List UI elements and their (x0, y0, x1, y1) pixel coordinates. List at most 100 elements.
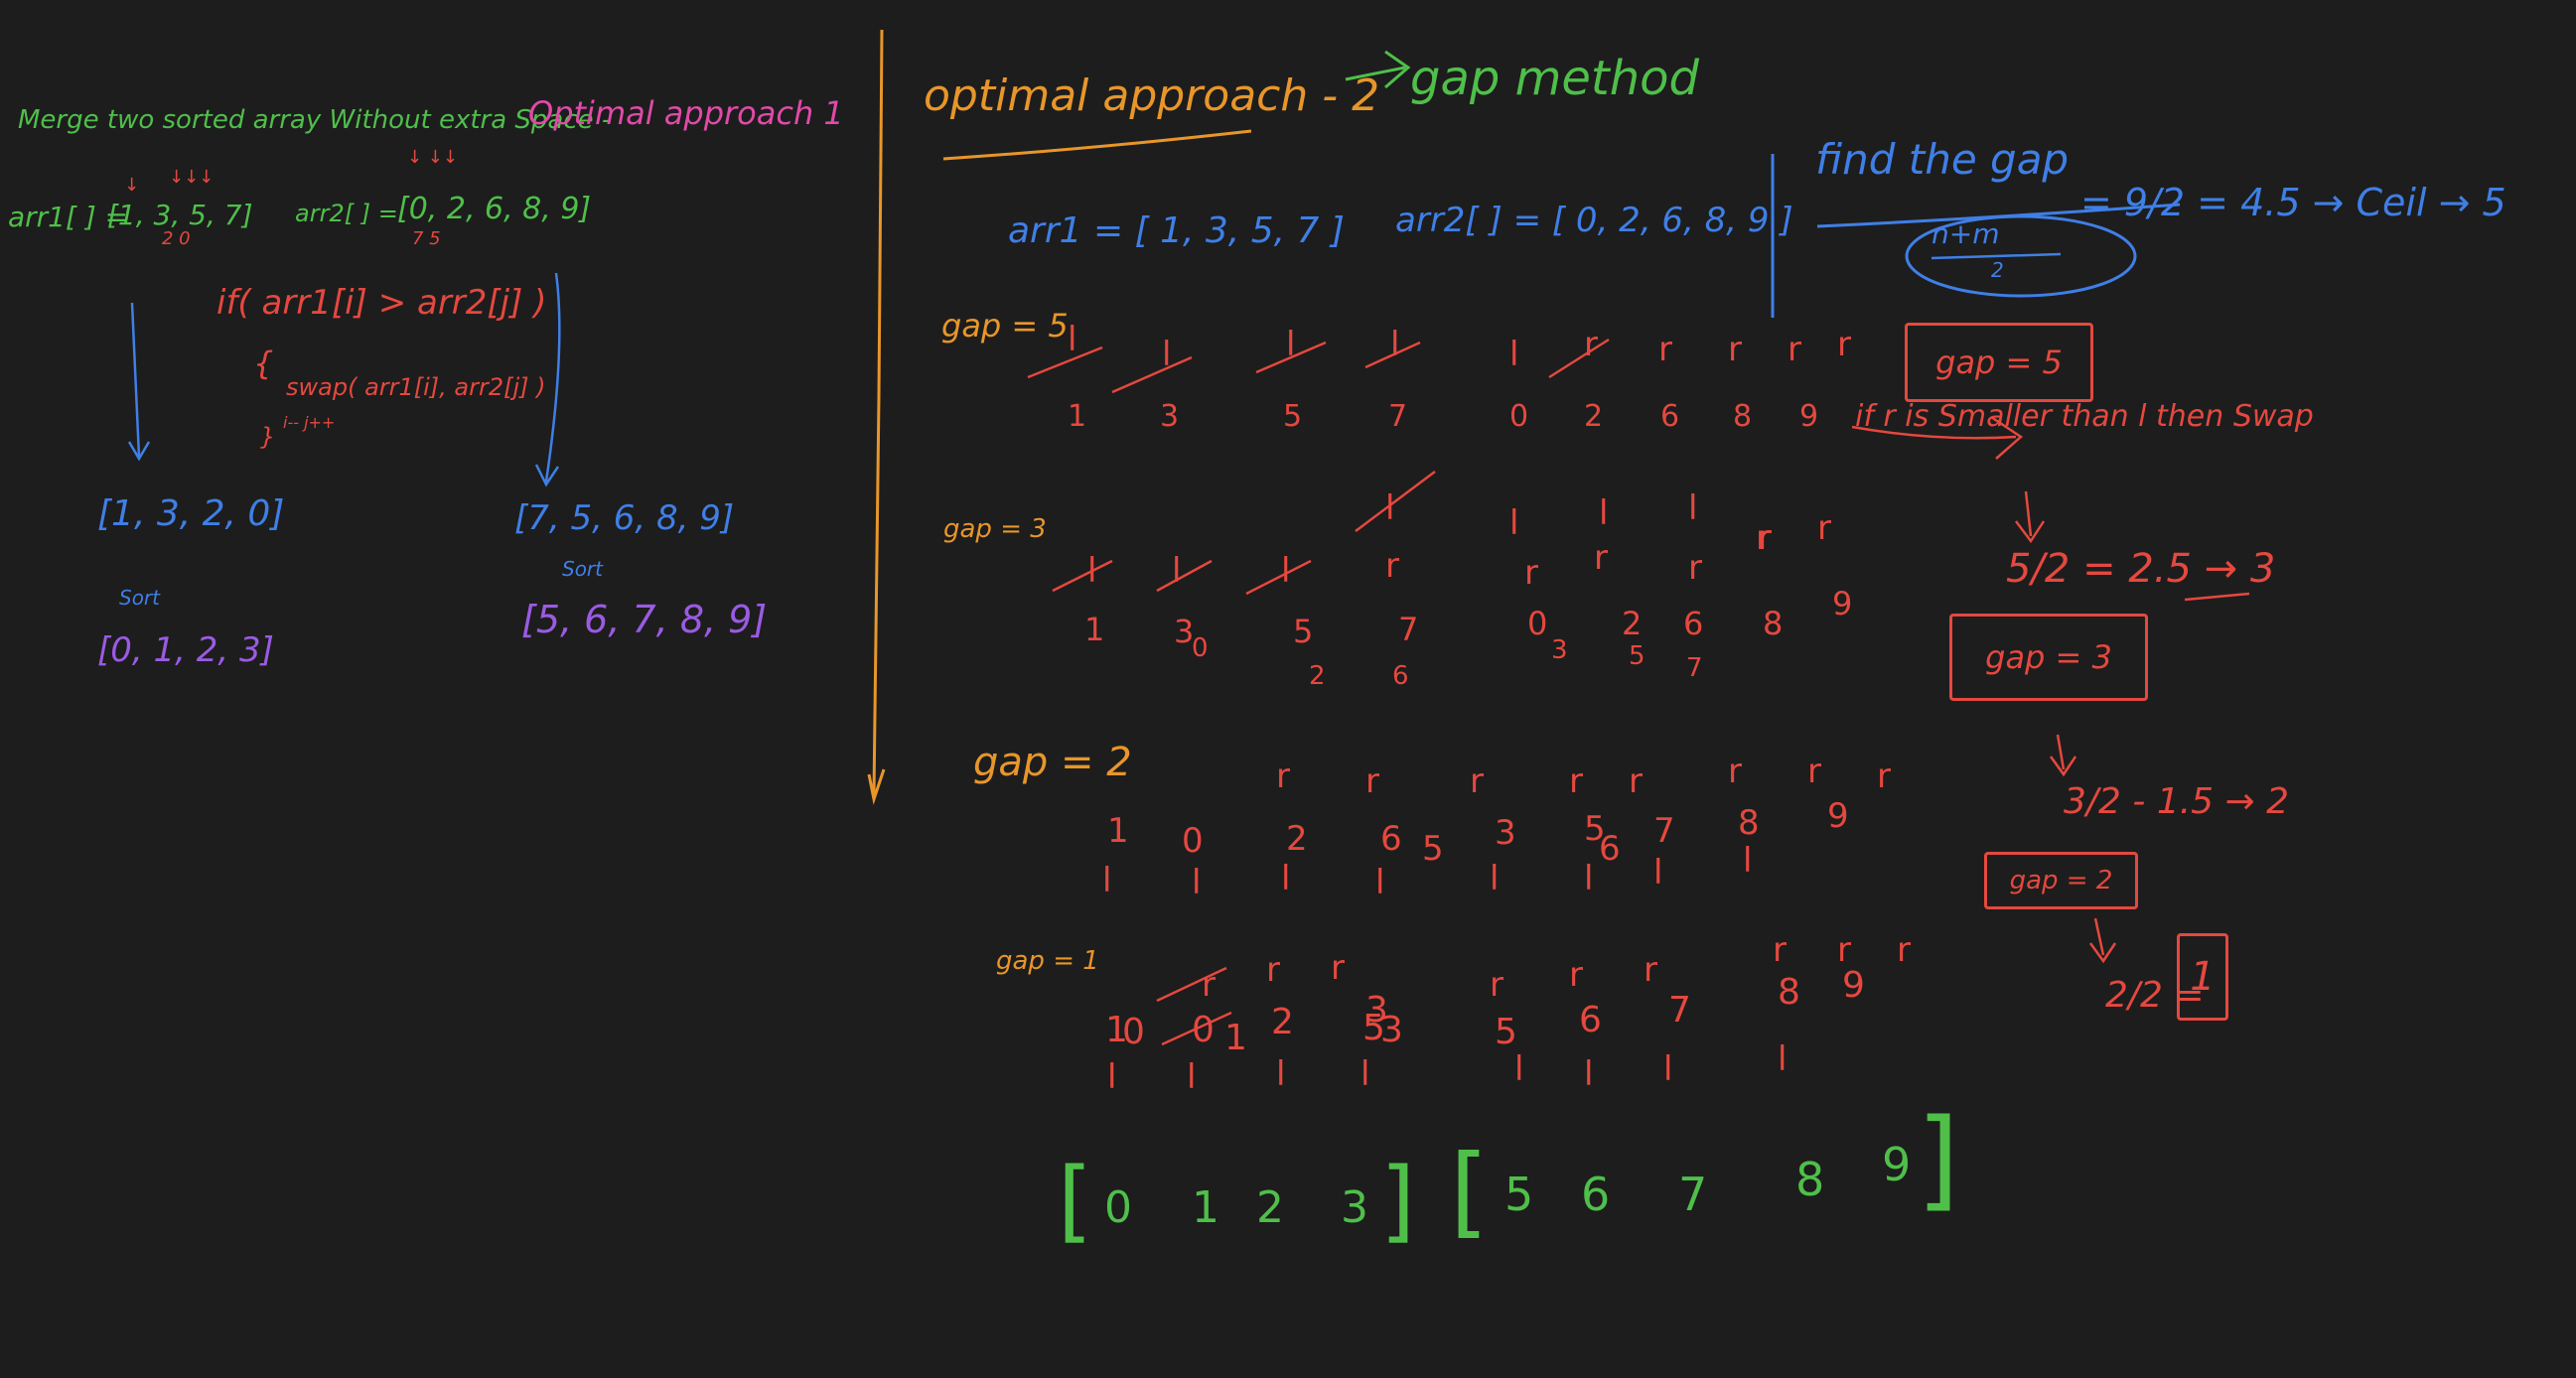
left-array-after: [1, 3, 2, 0] (97, 493, 285, 534)
array-cell-swapped: 7 (1686, 653, 1703, 683)
array-cell: 1 (1107, 811, 1129, 851)
pointer-mark-r: r (1644, 950, 1657, 990)
pointer-mark-l: l (1385, 488, 1395, 528)
pointer-mark-r: r (1490, 965, 1503, 1005)
array-cell: 1 (1224, 1018, 1247, 1058)
pointer-mark-r: r (1569, 955, 1583, 995)
final-array-cell: 3 (1341, 1182, 1368, 1233)
right-title: optimal approach - 2 (924, 70, 1380, 121)
gap5-strike-lines (1027, 338, 1610, 394)
array-cell: 0 (1192, 1010, 1215, 1050)
array-cell: 3 (1365, 990, 1388, 1031)
pointer-mark-l: l (1688, 488, 1698, 528)
pointer-mark-r: r (1266, 950, 1280, 990)
array-cell: 8 (1763, 605, 1784, 642)
pointer-mark-r: r (1594, 538, 1608, 578)
array-cell: 2 (1271, 1002, 1294, 1042)
array-cell: 7 (1653, 811, 1675, 851)
pointer-mark-l: l (1107, 1057, 1117, 1097)
array-cell: 8 (1733, 399, 1753, 434)
pointer-mark-r: r (1658, 330, 1672, 369)
final-array-cell: 8 (1795, 1153, 1825, 1206)
gap2-label: gap = 2 (973, 740, 1132, 785)
pointer-mark-r: r (1728, 330, 1742, 369)
pointer-mark-r: r (1758, 518, 1772, 558)
gap1-label: gap = 1 (996, 946, 1099, 976)
title-arrow (1345, 66, 1406, 81)
pointer-mark-l: l (1653, 853, 1663, 893)
pointer-mark-r: r (1756, 518, 1770, 558)
left-array-sorted: [0, 1, 2, 3] (97, 630, 274, 670)
array-cell: 0 (1122, 1012, 1145, 1052)
flow-arrow-2 (2056, 734, 2066, 770)
array-cell: 5 (1495, 1012, 1517, 1052)
array-cell: 3 (1380, 1010, 1403, 1050)
fraction-circle (1905, 214, 2137, 298)
final-array-cell: 6 (1581, 1168, 1611, 1221)
array-cell-swapped: 3 (1551, 635, 1568, 665)
right-array-sorted: [5, 6, 7, 8, 9] (521, 598, 768, 641)
array-cell: 3 (1495, 813, 1516, 853)
pointer-mark-r: r (1877, 757, 1891, 796)
gap2-box: gap = 2 (1984, 852, 2138, 909)
code-increment: i-- j++ (283, 413, 336, 432)
pointer-mark-r: r (1276, 757, 1290, 796)
arr1-label: arr1[ ] = (8, 201, 129, 233)
array-cell: 9 (1827, 796, 1849, 836)
final-left-bracket-close: ] (1380, 1149, 1416, 1253)
array-cell-swapped: 5 (1629, 641, 1646, 671)
array-cell: 6 (1380, 819, 1402, 859)
pointer-mark-r: r (1365, 761, 1379, 801)
array-cell: 1 (1068, 399, 1087, 434)
down-arrow-left (130, 302, 141, 458)
flow-arrow-1 (2024, 490, 2033, 537)
pointer-mark-l: l (1286, 325, 1296, 364)
arr1-swapped-values: 2 0 (162, 228, 191, 249)
down-arrow-left-head (127, 441, 151, 462)
pointer-mark-l: l (1281, 551, 1291, 591)
flow-arrow-2-head (2049, 756, 2077, 777)
gap3-box: gap = 3 (1949, 614, 2148, 701)
arr2-label: arr2[ ] = (295, 200, 398, 227)
pointer-arrow: ↓ (124, 175, 140, 196)
pointer-mark-l: l (1514, 1049, 1524, 1089)
array-cell: 5 (1283, 399, 1303, 434)
arr2-swapped-values: 7 5 (412, 228, 441, 249)
pointer-mark-r: r (1837, 325, 1851, 364)
pointer-mark-r: r (1629, 761, 1643, 801)
pointer-mark-r: r (1807, 752, 1821, 791)
gap1-result-box: 1 (2177, 933, 2228, 1021)
code-if-condition: if( arr1[i] > arr2[j] ) (216, 283, 547, 323)
array-cell: 1 (1084, 611, 1105, 648)
array-cell: 8 (1738, 803, 1760, 843)
pointer-mark-l: l (1584, 859, 1594, 898)
array-cell: 5 (1293, 613, 1314, 650)
array-cell: 8 (1778, 972, 1800, 1013)
pointer-mark-l: l (1599, 493, 1609, 533)
step2-underline (2184, 592, 2250, 602)
title-arrow-head (1384, 50, 1411, 89)
final-array-cell: 0 (1104, 1182, 1132, 1233)
title-underline (942, 129, 1252, 161)
array-cell: 7 (1398, 611, 1419, 648)
pointer-mark-l: l (1584, 1054, 1594, 1094)
fraction-bar (1931, 252, 2062, 260)
fraction-numerator: n+m (1932, 217, 2000, 250)
flow-arrow-1-head (2015, 520, 2046, 544)
array-cell: 9 (1832, 585, 1853, 622)
array-cell-swapped: 6 (1392, 661, 1409, 691)
pointer-mark-r: r (1688, 548, 1702, 588)
swap-rule-arrow-head (1990, 415, 2024, 460)
pointer-mark-r: r (1788, 330, 1801, 369)
right-sort-label: Sort (562, 557, 603, 581)
final-right-bracket-close: ] (1917, 1095, 1959, 1222)
final-array-cell: 1 (1192, 1182, 1219, 1233)
gap-title: gap method (1410, 51, 1699, 106)
array-cell-swapped: 0 (1192, 633, 1209, 663)
vertical-divider (872, 29, 884, 795)
array-cell: 3 (1174, 613, 1195, 650)
array-cell-swapped: 2 (1309, 661, 1326, 691)
array-cell: 1 (1105, 1010, 1128, 1050)
pointer-mark-r: r (1773, 930, 1787, 970)
